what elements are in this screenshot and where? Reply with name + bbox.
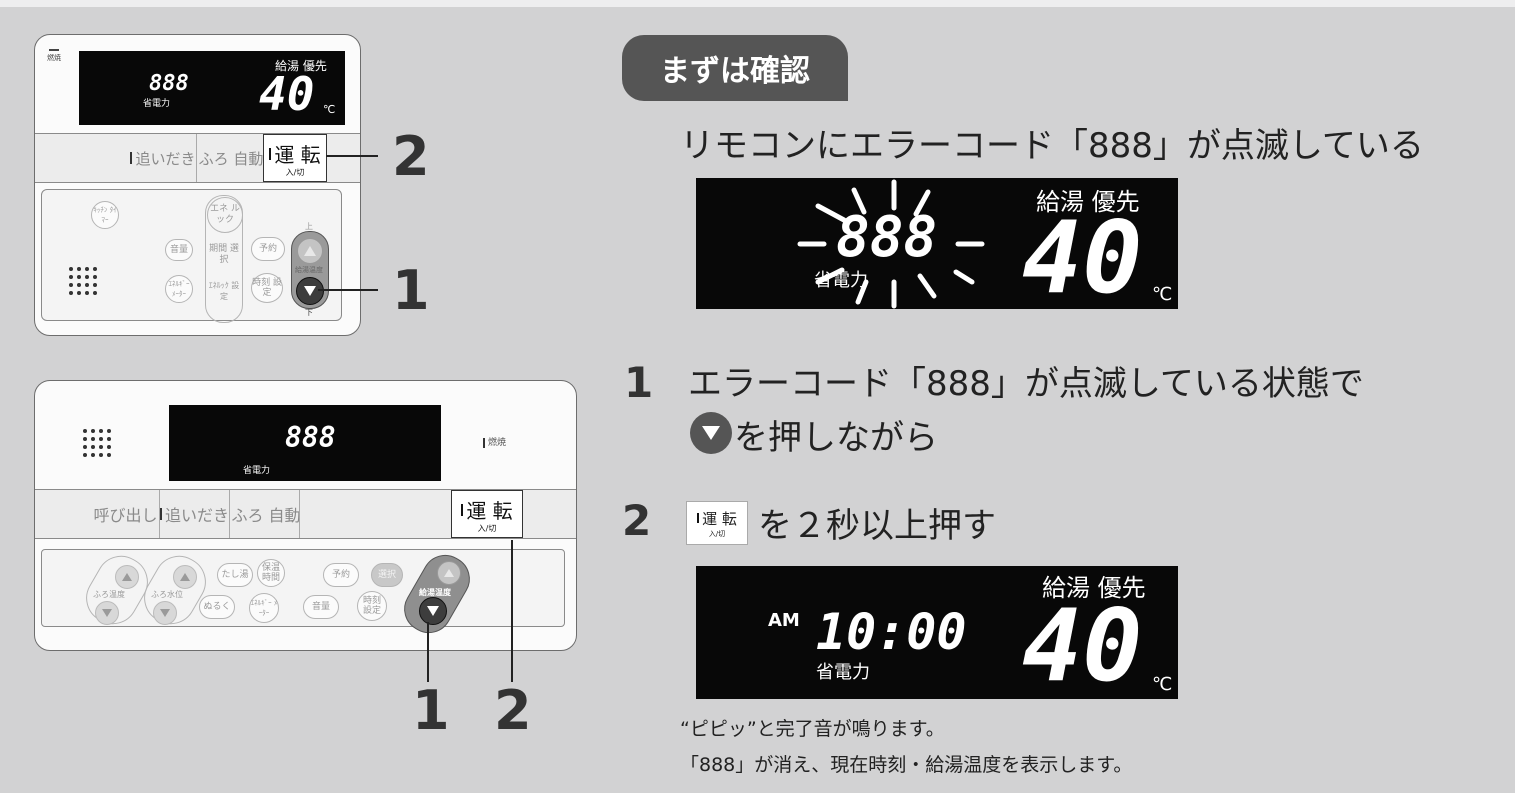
callout-line-down-2: [427, 622, 429, 682]
clock-set-button[interactable]: 時刻 設定: [251, 273, 283, 303]
control-area: [41, 549, 565, 627]
furo-level-label: ふろ水位: [151, 590, 183, 599]
furo-auto-button[interactable]: ふろ 自動: [229, 490, 301, 538]
temp-down-button[interactable]: [419, 597, 447, 625]
run-button-icon: 運 転 入/切: [686, 501, 748, 545]
kitchen-timer-button[interactable]: ｷｯﾁﾝ ﾀｲﾏｰ: [91, 201, 119, 229]
mode-label: 給湯 優先: [275, 59, 327, 73]
down-arrow-icon: [427, 606, 439, 616]
step1-line1: エラーコード「888」が点滅している状態で: [688, 364, 1364, 404]
down-arrow-icon: [304, 286, 316, 296]
down-arrow-icon: [702, 426, 720, 440]
button-row: 追いだき ふろ 自動 運 転 入/切: [35, 133, 360, 183]
error-heading: リモコンにエラーコード「888」が点滅している: [680, 126, 1424, 166]
check-first-tag: まずは確認: [622, 35, 848, 101]
display-error: 888 省電力 給湯 優先 40 ℃: [696, 178, 1178, 309]
callout-1-down: 1: [392, 259, 430, 322]
mode-label: 給湯 優先: [1042, 574, 1146, 602]
energy-meter-button[interactable]: ｴﾈﾙｷﾞｰ ﾒｰﾀｰ: [165, 275, 193, 303]
call-button[interactable]: 呼び出し: [93, 506, 158, 525]
step2-text: を２秒以上押す: [758, 506, 996, 546]
eco-label: 省電力: [243, 466, 271, 476]
temp-up-button[interactable]: [297, 238, 323, 264]
unit-label: ℃: [1152, 284, 1173, 305]
error-code-text: 888: [285, 421, 336, 454]
unit-label: ℃: [1152, 674, 1173, 695]
spacer: [299, 490, 449, 538]
shower-select-button[interactable]: 選択: [371, 563, 403, 587]
top-border: [0, 0, 1515, 7]
volume-button[interactable]: 音量: [165, 239, 193, 261]
reserve-button[interactable]: 予約: [323, 563, 359, 587]
callout-2-run: 2: [392, 125, 430, 188]
kitchen-remote: 燃焼 888 省電力 給湯 優先 40 ℃ 追いだき ふろ 自動 運 転 入/切…: [34, 34, 361, 336]
note-line1: “ピピッ”と完了音が鳴ります。: [680, 718, 945, 740]
speaker-grille: [83, 429, 111, 457]
callout-line-run-2: [511, 540, 513, 682]
temp-text: 40: [1022, 199, 1143, 316]
run-button[interactable]: 運 転 入/切: [263, 134, 327, 182]
up-label: 上: [305, 222, 313, 231]
button-row: 呼び出し 追いだき ふろ 自動 運 転 入/切: [35, 489, 576, 539]
furo-temp-label: ふろ温度: [93, 590, 125, 599]
note-line2: 「888」が消え、現在時刻・給湯温度を表示します。: [680, 754, 1133, 776]
burn-indicator: 燃焼: [483, 435, 506, 448]
temp-up-button[interactable]: [437, 561, 461, 585]
time-text: 10:00: [816, 603, 967, 661]
unit-label: ℃: [323, 103, 336, 116]
ene-column: [205, 195, 243, 323]
volume-button[interactable]: 音量: [303, 595, 339, 619]
blink-rays-icon: [797, 179, 985, 309]
nuruku-button[interactable]: ぬるく: [199, 595, 235, 619]
up-arrow-icon: [180, 573, 190, 581]
callout-1-down-2: 1: [412, 679, 450, 742]
speaker-grille: [69, 267, 97, 295]
period-select-button[interactable]: 期間 選択: [209, 244, 239, 265]
lcd-display: 888 省電力 給湯 優先 40 ℃: [79, 51, 345, 125]
up-arrow-icon: [122, 573, 132, 581]
temp-label: 給湯温度: [295, 266, 323, 274]
temp-label: 給湯温度: [419, 588, 451, 597]
eco-label: 省電力: [143, 99, 171, 109]
eco-label: 省電力: [816, 662, 870, 683]
eco-label: 省電力: [814, 270, 868, 291]
step2-number: 2: [622, 496, 652, 545]
furo-level-down-button[interactable]: [153, 601, 177, 625]
down-button-icon: [690, 412, 732, 454]
temp-down-button[interactable]: [296, 277, 324, 305]
down-arrow-icon: [160, 609, 170, 617]
step1-line2: を押しながら: [734, 418, 938, 458]
furo-temp-down-button[interactable]: [95, 601, 119, 625]
error-code-text: 888: [836, 205, 938, 270]
mode-label: 給湯 優先: [1036, 188, 1140, 216]
down-label: 下: [305, 308, 313, 317]
up-arrow-icon: [444, 569, 454, 577]
clock-set-button[interactable]: 時刻 設定: [357, 591, 387, 621]
temp-text: 40: [259, 67, 315, 121]
error-code-text: 888: [149, 71, 189, 96]
tashiyu-button[interactable]: たし湯: [217, 563, 253, 587]
step1-number: 1: [624, 358, 654, 407]
down-arrow-icon: [102, 609, 112, 617]
run-button[interactable]: 運 転 入/切: [451, 490, 523, 538]
callout-line-down: [318, 289, 378, 291]
oidaki-button[interactable]: 追いだき: [159, 490, 229, 538]
energy-meter-button[interactable]: ｴﾈﾙｷﾞｰ ﾒｰﾀｰ: [249, 593, 279, 623]
furo-level-up-button[interactable]: [173, 565, 197, 589]
callout-2-run-2: 2: [494, 679, 532, 742]
bath-remote: 888 省電力 燃焼 呼び出し 追いだき ふろ 自動 運 転 入/切 ふろ温度 …: [34, 380, 577, 651]
lcd-display: 888 省電力: [169, 405, 441, 481]
up-arrow-icon: [304, 246, 316, 256]
ene-setting-button[interactable]: ｴﾈﾙｯｸ 設定: [208, 281, 240, 301]
hoon-time-button[interactable]: 保温 時間: [257, 559, 285, 587]
callout-line-run: [326, 155, 378, 157]
burn-indicator: 燃焼: [45, 49, 63, 63]
temp-text: 40: [1022, 587, 1143, 704]
furo-auto-button[interactable]: ふろ 自動: [196, 134, 263, 182]
display-clock: AM 10:00 省電力 給湯 優先 40 ℃: [696, 566, 1178, 699]
oidaki-button[interactable]: 追いだき: [130, 134, 196, 182]
furo-temp-up-button[interactable]: [115, 565, 139, 589]
ampm-label: AM: [768, 610, 800, 631]
reserve-button[interactable]: 予約: [251, 237, 285, 261]
